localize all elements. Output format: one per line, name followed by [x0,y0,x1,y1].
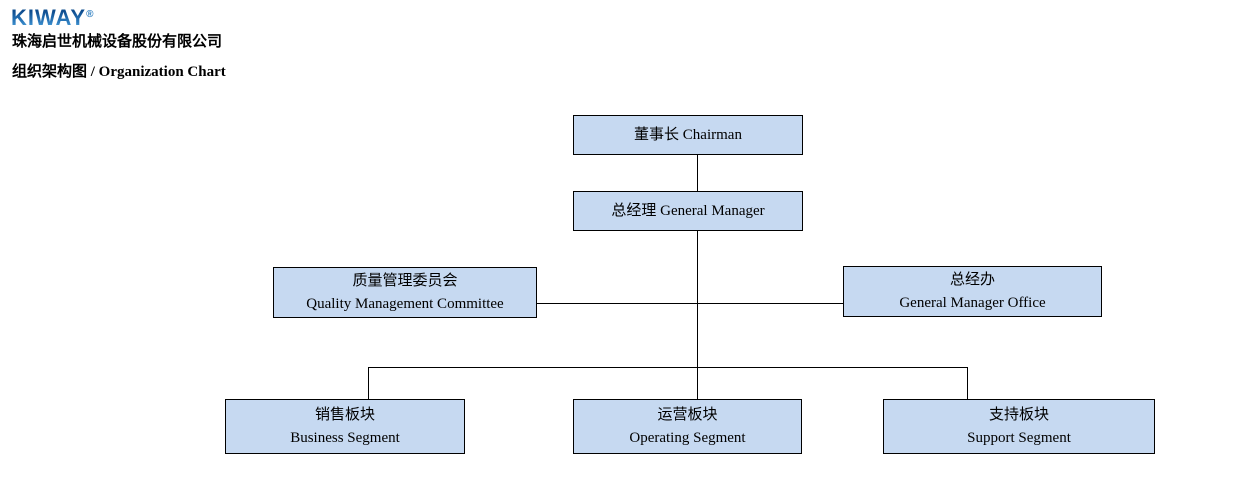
org-node-label-en: General Manager Office [899,294,1046,311]
connector-stub-support [967,367,968,399]
registered-trademark-symbol: ® [86,9,94,20]
org-node-label-zh: 总经办 [949,271,995,288]
org-node-label-en: Support Segment [967,429,1071,446]
org-node-support-segment: 支持板块 Support Segment [883,399,1155,454]
org-node-label-en: Operating Segment [629,429,746,446]
org-node-general-manager-office: 总经办 General Manager Office [843,266,1102,317]
org-node-business-segment: 销售板块 Business Segment [225,399,465,454]
org-node-label-zh: 运营板块 [657,406,718,423]
org-node-general-manager: 总经理 General Manager [573,191,803,231]
org-node-chairman: 董事长 Chairman [573,115,803,155]
connector-chairman-to-gm [697,155,698,192]
org-node-operating-segment: 运营板块 Operating Segment [573,399,802,454]
kiway-logo: KIWAY® [11,3,93,30]
org-node-label: 董事长 Chairman [634,126,742,143]
org-node-label-zh: 质量管理委员会 [352,272,458,289]
page-title: 组织架构图 / Organization Chart [12,64,226,80]
org-node-label-zh: 支持板块 [988,406,1049,423]
logo-wordmark: KIWAY [11,5,87,31]
org-node-quality-management-committee: 质量管理委员会 Quality Management Committee [273,267,537,318]
connector-gm-trunk [697,231,698,399]
connector-segments-horizontal [368,367,968,368]
org-node-label-en: Business Segment [290,429,400,446]
org-node-label-zh: 销售板块 [314,406,375,423]
connector-committee-office [537,303,843,304]
org-node-label: 总经理 General Manager [611,202,765,219]
org-node-label-en: Quality Management Committee [306,295,504,312]
connector-stub-business [368,367,369,399]
company-name: 珠海启世机械设备股份有限公司 [12,33,223,50]
